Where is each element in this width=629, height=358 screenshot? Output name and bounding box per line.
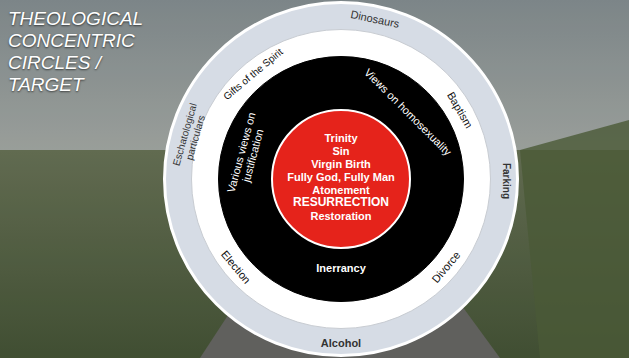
inner-ring: Various views on justificationViews on h… <box>218 56 464 302</box>
topic-label: Trinity <box>324 132 357 144</box>
inner-ring-circle <box>219 57 464 302</box>
topic-label: Sin <box>332 145 349 157</box>
topic-label: Atonement <box>312 184 369 196</box>
outer-ring: DinosaursEschatological particularsFarki… <box>163 1 519 357</box>
topic-label: Restoration <box>310 210 371 222</box>
topic-label: Alcohol <box>321 337 361 349</box>
outer-ring-circle <box>165 3 518 356</box>
topic-label: Virgin Birth <box>311 158 371 170</box>
topic-label: Fully God, Fully Man <box>287 171 395 183</box>
topic-label: Farking <box>501 163 512 199</box>
topic-label: Inerrancy <box>316 262 366 274</box>
core-circle: TrinitySinVirgin BirthFully God, Fully M… <box>271 109 411 249</box>
middle-ring-circle <box>192 30 491 329</box>
title: THEOLOGICAL CONCENTRIC CIRCLES / TARGET <box>8 8 166 95</box>
middle-ring: Gifts of the SpiritBaptismElectionDivorc… <box>191 29 491 329</box>
core-circle-circle <box>272 110 410 248</box>
topic-label: RESURRECTION <box>293 196 389 209</box>
